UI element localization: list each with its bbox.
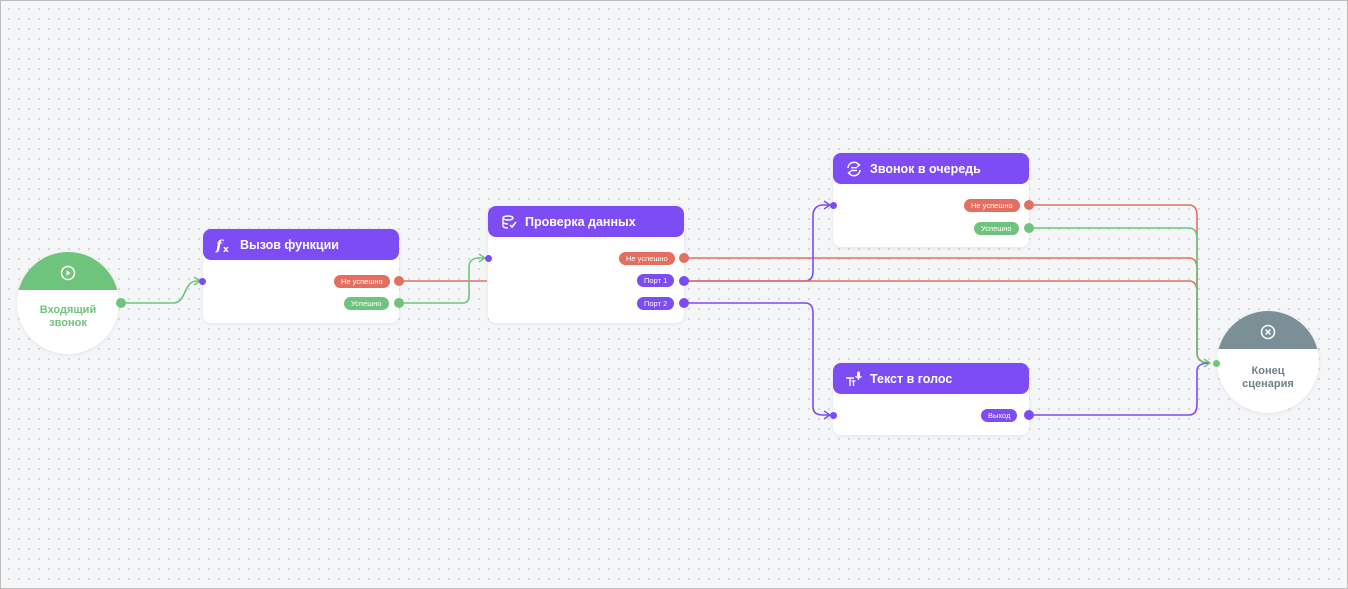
close-circle-icon: [1260, 324, 1276, 340]
wire-queue-success-to-end: [1029, 227, 1210, 364]
data-check-input-port[interactable]: [485, 255, 492, 262]
queue-success-port-label: Успешно: [974, 222, 1019, 235]
svg-text:x: x: [223, 245, 229, 254]
queue-success-port[interactable]: [1024, 223, 1034, 233]
text-to-speech-icon: [845, 370, 863, 388]
wire-check-port1-to-queue: [684, 204, 830, 282]
start-label-line1: Входящий: [39, 304, 97, 316]
tts-input-port[interactable]: [830, 412, 837, 419]
end-label-line2: сценария: [1242, 378, 1294, 390]
wire-start-to-func: [121, 280, 200, 304]
func-call-fail-port[interactable]: [394, 276, 404, 286]
wire-check-port2-to-tts: [684, 302, 830, 416]
queue-title: Звонок в очередь: [870, 161, 981, 176]
end-node-label: Конец сценария: [1217, 365, 1319, 391]
data-check-title: Проверка данных: [525, 214, 636, 229]
data-check-header[interactable]: Проверка данных: [488, 206, 684, 237]
func-call-success-port-label: Успешно: [344, 297, 389, 310]
data-check-port1-label: Порт 1: [637, 274, 675, 287]
tts-header[interactable]: Текст в голос: [833, 363, 1029, 394]
tts-out-port[interactable]: [1024, 410, 1034, 420]
queue-icon: [845, 160, 863, 178]
data-check-port2-label: Порт 2: [637, 297, 675, 310]
end-label-line1: Конец: [1251, 365, 1285, 377]
data-check-fail-port[interactable]: [679, 253, 689, 263]
start-label-line2: звонок: [49, 317, 87, 329]
wire-check-port1-to-end: [684, 280, 1210, 364]
wire-check-fail-to-end: [684, 257, 1210, 364]
queue-header[interactable]: Звонок в очередь: [833, 153, 1029, 184]
wire-tts-out-to-end: [1029, 362, 1210, 416]
tts-out-port-label: Выход: [981, 409, 1018, 422]
func-call-input-port[interactable]: [199, 278, 206, 285]
tts-title: Текст в голос: [870, 371, 953, 386]
wire-queue-fail-to-end: [1029, 204, 1210, 364]
svg-text:f: f: [215, 238, 225, 254]
func-call-success-port[interactable]: [394, 298, 404, 308]
queue-fail-port-label: Не успешно: [964, 199, 1020, 212]
start-node[interactable]: Входящий звонок: [17, 252, 119, 354]
data-check-port2[interactable]: [679, 298, 689, 308]
data-check-icon: [500, 213, 518, 231]
start-output-port[interactable]: [116, 298, 126, 308]
queue-input-port[interactable]: [830, 202, 837, 209]
queue-fail-port[interactable]: [1024, 200, 1034, 210]
play-circle-icon: [60, 265, 76, 281]
wire-func-success-to-check: [399, 257, 485, 304]
func-call-fail-port-label: Не успешно: [334, 275, 390, 288]
tts-node[interactable]: Текст в голос: [833, 363, 1029, 435]
end-node[interactable]: Конец сценария: [1217, 311, 1319, 413]
data-check-port1[interactable]: [679, 276, 689, 286]
func-call-title: Вызов функции: [240, 237, 339, 252]
end-input-port[interactable]: [1213, 360, 1220, 367]
data-check-fail-port-label: Не успешно: [619, 252, 675, 265]
start-node-label: Входящий звонок: [17, 304, 119, 330]
wire-arrow: [1203, 358, 1212, 368]
